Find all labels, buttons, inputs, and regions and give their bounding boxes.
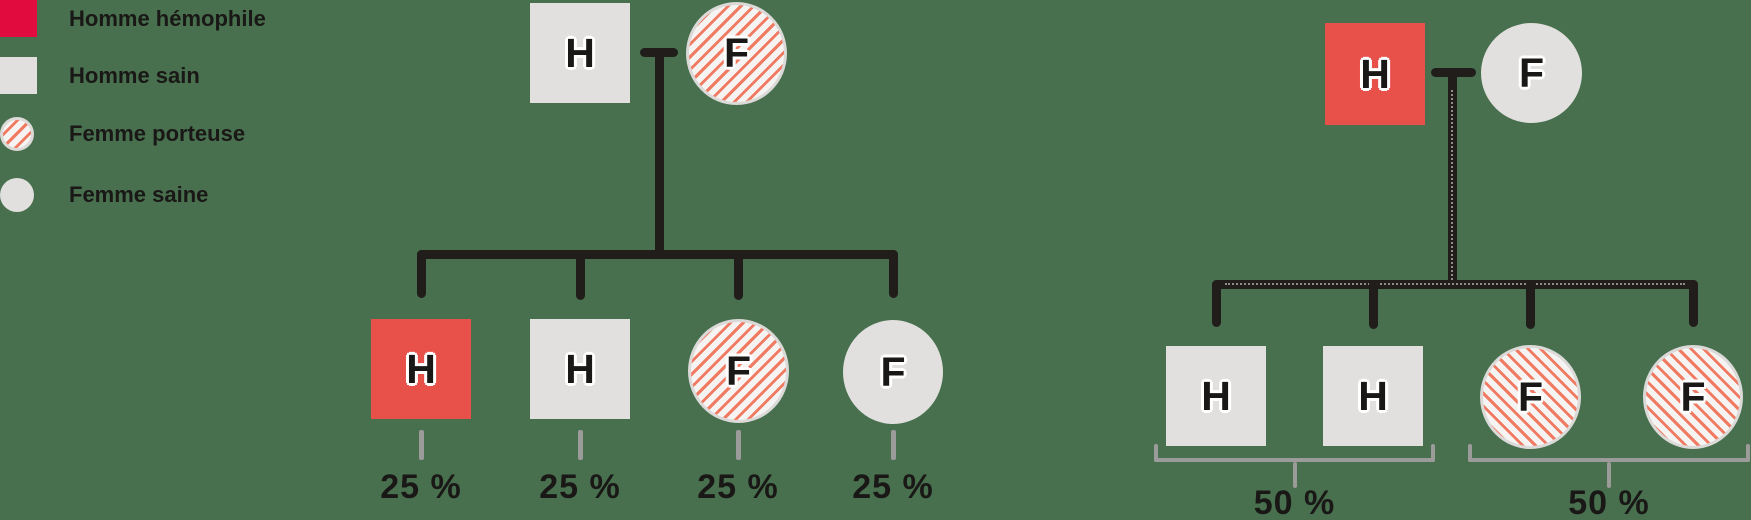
child-drop-line (416, 250, 426, 298)
legend-item-healthy-male: Homme sain (0, 57, 200, 94)
child-healthy-male: H (1166, 346, 1266, 446)
bar-dotted-texture (1225, 283, 1685, 285)
child-drop-line (1368, 280, 1378, 329)
parent-hemophiliac-male: H (1325, 23, 1425, 125)
male-letter: H (565, 29, 595, 76)
legend-label: Femme saine (69, 182, 209, 207)
group-bracket (1154, 458, 1435, 462)
child-hemophiliac-male: H (371, 319, 471, 419)
legend-item-healthy-female: Femme saine (0, 178, 208, 212)
probability-tick (577, 430, 583, 460)
group-bracket-tick (1292, 462, 1297, 488)
probability-label: 25 % (852, 468, 934, 506)
probability-tick (418, 430, 424, 460)
child-drop-line (1688, 280, 1698, 327)
child-carrier-female: F (1480, 345, 1581, 449)
parent-carrier-female: F (686, 2, 787, 105)
probability-label: 50 % (1568, 484, 1650, 520)
probability-tick (735, 430, 741, 460)
child-carrier-female: F (688, 319, 789, 423)
group-bracket-tick (1607, 462, 1611, 488)
healthy-male-square-icon (0, 57, 37, 94)
group-bracket-end (1431, 444, 1435, 462)
legend-label: Homme sain (69, 62, 200, 88)
legend-item-hemophiliac-male: Homme hémophile (0, 0, 266, 37)
female-letter: F (1680, 373, 1706, 420)
carrier-female-circle-icon (0, 117, 34, 151)
probability-label: 25 % (697, 468, 779, 506)
male-letter: H (1360, 50, 1390, 97)
legend-label: Homme hémophile (69, 5, 266, 31)
child-drop-line (733, 250, 743, 300)
group-bracket-end (1746, 444, 1750, 462)
child-healthy-female: F (843, 320, 943, 424)
legend-item-carrier-female: Femme porteuse (0, 117, 245, 151)
male-letter: H (406, 345, 436, 392)
stem-dotted-texture (1451, 90, 1453, 280)
male-letter: H (565, 345, 595, 392)
probability-label: 50 % (1253, 484, 1336, 520)
child-drop-line (1211, 280, 1221, 327)
child-drop-line (575, 250, 585, 300)
male-letter: H (1358, 372, 1388, 419)
group-bracket-end (1154, 444, 1158, 462)
female-letter: F (723, 30, 750, 76)
descent-stem-line (654, 52, 664, 259)
sibling-bar (416, 250, 898, 259)
probability-tick (890, 430, 896, 460)
parent-healthy-male: H (530, 3, 630, 103)
healthy-female-circle-icon (0, 178, 34, 212)
female-letter: F (725, 347, 752, 394)
group-bracket-end (1468, 444, 1472, 462)
parent-healthy-female: F (1481, 23, 1582, 123)
female-letter: F (880, 348, 906, 395)
male-letter: H (1201, 372, 1231, 419)
legend-label: Femme porteuse (69, 121, 246, 146)
child-drop-line (888, 250, 898, 298)
female-letter: F (1518, 49, 1545, 96)
child-carrier-female: F (1643, 345, 1743, 449)
female-letter: F (1517, 373, 1544, 420)
probability-label: 25 % (539, 468, 621, 506)
group-bracket (1468, 458, 1750, 462)
child-healthy-male: H (1323, 346, 1423, 446)
probability-label: 25 % (380, 468, 462, 506)
child-healthy-male: H (530, 319, 630, 419)
hemophiliac-male-square-icon (0, 0, 37, 37)
child-drop-line (1525, 280, 1535, 329)
